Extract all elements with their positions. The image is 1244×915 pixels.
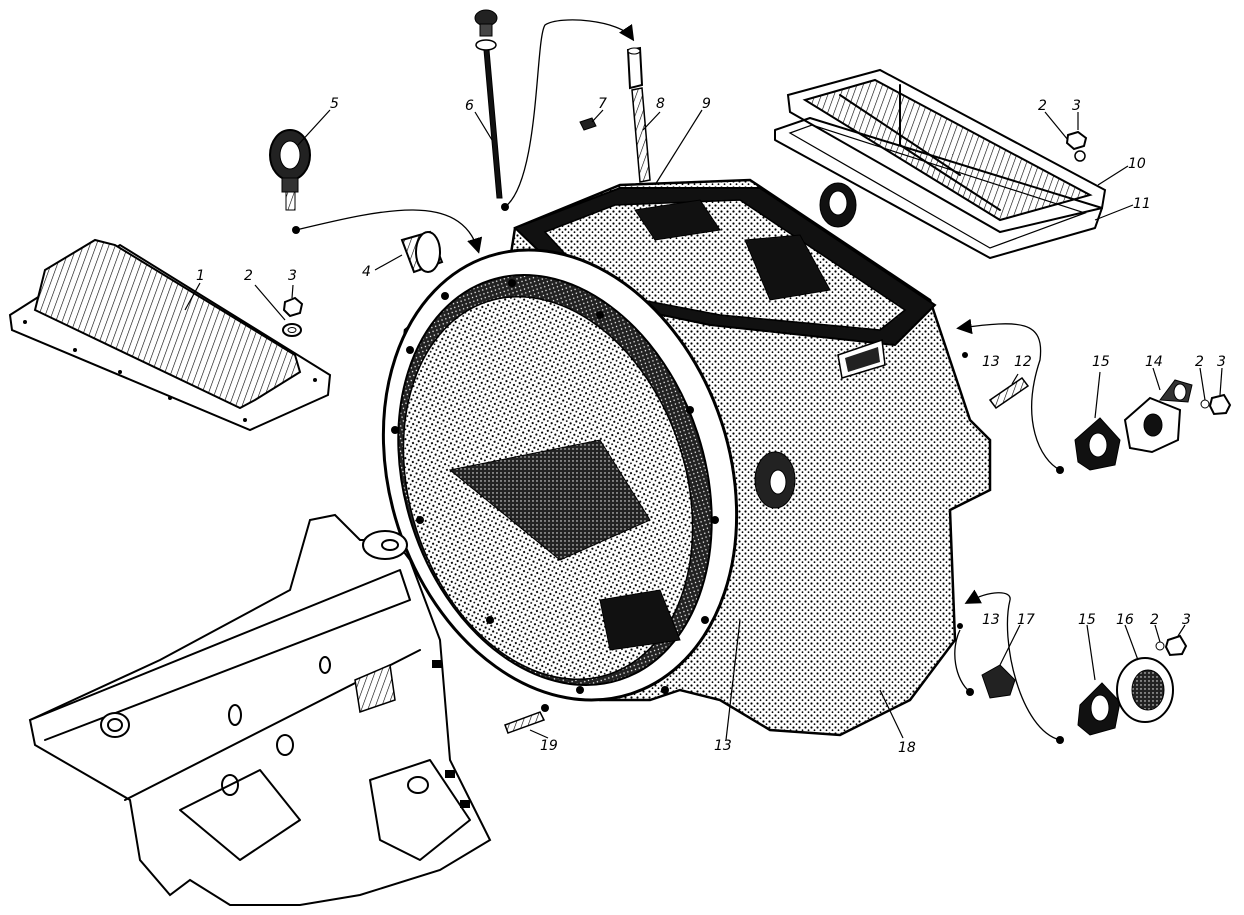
callout-19: 19 xyxy=(540,738,558,754)
callout-17: 17 xyxy=(1017,612,1035,628)
nut-3-top-right xyxy=(1065,130,1088,162)
assembly-leader-lines xyxy=(292,19,1064,744)
callout-10: 10 xyxy=(1128,156,1146,172)
callout-15-lower: 15 xyxy=(1078,612,1096,628)
callout-1: 1 xyxy=(196,268,205,284)
callout-15-upper: 15 xyxy=(1092,354,1110,370)
stud-19 xyxy=(504,704,549,734)
flange-14 xyxy=(1123,379,1193,454)
clamp-17 xyxy=(981,664,1016,699)
callout-3: 3 xyxy=(288,268,297,284)
lifting-eye-5 xyxy=(269,129,311,211)
callout-3-lower-right: 3 xyxy=(1182,612,1191,628)
callout-leaders xyxy=(184,109,1223,741)
gasket-15-upper xyxy=(1074,417,1121,471)
callout-2-top-right: 2 xyxy=(1038,98,1047,114)
plug-7 xyxy=(579,117,597,131)
callout-12: 12 xyxy=(1014,354,1032,370)
callout-8: 8 xyxy=(656,96,665,112)
nut-3-mid-right xyxy=(1200,393,1232,416)
callout-13-lower: 13 xyxy=(982,612,1000,628)
transmission-housing-18 xyxy=(381,178,992,737)
callout-5: 5 xyxy=(330,96,339,112)
callout-7: 7 xyxy=(598,96,607,112)
bushing-4 xyxy=(400,230,444,274)
nut-3-left xyxy=(282,296,304,337)
callout-3-mid-right: 3 xyxy=(1217,354,1226,370)
cover-10 xyxy=(786,68,1107,234)
callout-13-bottom: 13 xyxy=(714,738,732,754)
callout-6: 6 xyxy=(465,98,474,114)
gasket-11 xyxy=(774,117,1103,259)
gasket-15-lower xyxy=(1077,682,1121,736)
cover-1 xyxy=(8,238,332,432)
nut-3-lower-right xyxy=(1155,634,1188,657)
stud-12 xyxy=(988,376,1030,410)
callout-13-upper: 13 xyxy=(982,354,1000,370)
callout-2-mid-right: 2 xyxy=(1195,354,1204,370)
callout-16: 16 xyxy=(1116,612,1134,628)
engine-block xyxy=(28,513,492,906)
callout-14: 14 xyxy=(1145,354,1163,370)
callout-2-lower-right: 2 xyxy=(1150,612,1159,628)
callout-3-top-right: 3 xyxy=(1072,98,1081,114)
callout-labels: 1 2 3 4 5 6 7 8 9 2 3 10 11 13 12 15 14 … xyxy=(196,96,1226,756)
cover-16 xyxy=(1116,657,1174,723)
callout-2: 2 xyxy=(244,268,253,284)
dipstick-6 xyxy=(474,9,503,199)
callout-11: 11 xyxy=(1133,196,1151,212)
pin-8 xyxy=(626,46,651,183)
callout-9: 9 xyxy=(702,96,711,112)
callout-18: 18 xyxy=(898,740,916,756)
callout-4: 4 xyxy=(362,264,371,280)
